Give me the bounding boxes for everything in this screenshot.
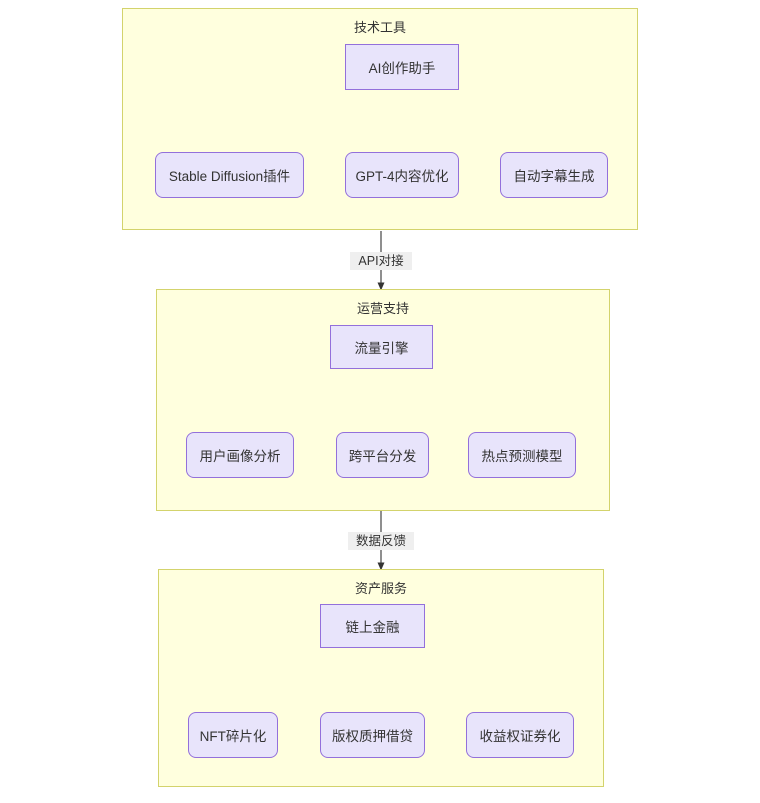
node-label-copyright-pledge-lending: 版权质押借贷 (332, 729, 413, 744)
node-copyright-pledge-lending[interactable]: 版权质押借贷 (320, 712, 425, 758)
edge-label-text-api-docking: API对接 (358, 254, 404, 268)
node-nft-fractionalization[interactable]: NFT碎片化 (188, 712, 278, 758)
node-stable-diffusion-plugin[interactable]: Stable Diffusion插件 (155, 152, 304, 198)
edge-label-text-data-feedback: 数据反馈 (355, 534, 406, 548)
edge-label-data-feedback: 数据反馈 (348, 532, 414, 550)
node-on-chain-finance[interactable]: 链上金融 (320, 604, 425, 648)
node-revenue-right-securitization[interactable]: 收益权证券化 (466, 712, 574, 758)
node-label-user-profile-analysis: 用户画像分析 (199, 449, 281, 464)
node-label-auto-subtitle-generation: 自动字幕生成 (513, 169, 595, 184)
subgraph-title-asset-services: 资产服务 (354, 581, 407, 596)
node-auto-subtitle-generation[interactable]: 自动字幕生成 (500, 152, 608, 198)
node-label-cross-platform-distribution: 跨平台分发 (348, 449, 417, 464)
node-label-revenue-right-securitization: 收益权证券化 (479, 729, 561, 744)
node-label-traffic-engine: 流量引擎 (354, 341, 409, 356)
node-label-hotspot-prediction-model: 热点预测模型 (481, 449, 563, 464)
subgraph-title-tech-tools: 技术工具 (353, 20, 406, 35)
node-user-profile-analysis[interactable]: 用户画像分析 (186, 432, 294, 478)
node-label-gpt4-content-optimization: GPT-4内容优化 (355, 169, 449, 184)
node-cross-platform-distribution[interactable]: 跨平台分发 (336, 432, 429, 478)
edge-label-api-docking: API对接 (350, 252, 412, 270)
subgraph-title-operations-support: 运营支持 (356, 301, 409, 316)
node-traffic-engine[interactable]: 流量引擎 (330, 325, 433, 369)
node-ai-assistant[interactable]: AI创作助手 (345, 44, 459, 90)
node-hotspot-prediction-model[interactable]: 热点预测模型 (468, 432, 576, 478)
node-label-ai-assistant: AI创作助手 (368, 61, 436, 76)
node-label-stable-diffusion-plugin: Stable Diffusion插件 (168, 169, 291, 184)
node-gpt4-content-optimization[interactable]: GPT-4内容优化 (345, 152, 459, 198)
node-label-on-chain-finance: 链上金融 (345, 620, 400, 635)
node-label-nft-fractionalization: NFT碎片化 (199, 729, 267, 744)
